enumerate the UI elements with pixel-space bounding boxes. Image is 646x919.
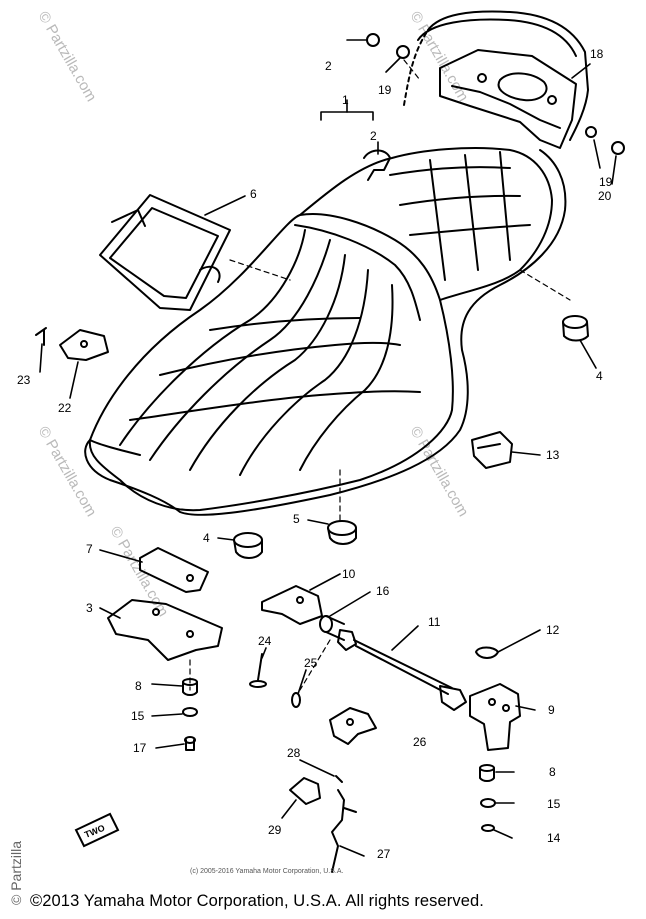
watermarks: © Partzilla.com © Partzilla.com © Partzi… [35,9,472,620]
callout-23: 23 [17,373,31,387]
part-15-washer-left [182,707,198,717]
callout-8: 8 [135,679,142,693]
callout-2: 2 [370,129,377,143]
part-4-damper-lower [233,532,263,559]
callout-16: 16 [376,584,390,598]
part-23-spring [35,327,47,346]
callout-17: 17 [133,741,147,755]
part-2-stop [366,33,380,47]
callout-15: 15 [131,709,145,723]
copyright-notice: ©2013 Yamaha Motor Corporation, U.S.A. A… [30,892,484,910]
part-28-bolt [335,775,343,783]
callout-13: 13 [546,448,560,462]
part-12-damper [475,646,499,659]
part-15-washer-right [480,798,496,808]
callout-22: 22 [58,401,72,415]
part-4-damper-upper [562,315,589,342]
part-25-clip [291,692,301,708]
callout-11: 11 [428,615,441,629]
callout-14: 14 [547,831,561,845]
part-29-stay [289,777,321,805]
part-14-washer [481,824,495,832]
part-8-collar-right [479,764,495,782]
callout-15: 15 [547,797,561,811]
callout-28: 28 [287,746,301,760]
callout-3: 3 [86,601,93,615]
side-watermark: © Partzilla [8,841,24,905]
watermark: © Partzilla.com [407,424,472,520]
callout-6: 6 [250,187,257,201]
callout-9: 9 [548,703,555,717]
callout-8: 8 [549,765,556,779]
callout-4: 4 [203,531,210,545]
callout-4: 4 [596,369,603,383]
callout-19: 19 [599,175,613,189]
two-stamp: TWO [74,812,120,848]
callout-1: 1 [342,93,349,107]
part-26-bracket [329,707,377,745]
rear-bracket [439,49,577,149]
part-17-bolt [184,736,196,751]
callout-18: 18 [590,47,604,61]
callout-27: 27 [377,847,391,861]
part-16-lock [319,615,345,641]
callout-10: 10 [342,567,356,581]
callout-19: 19 [378,83,392,97]
leader-lines [39,39,617,857]
seat-cover-plate [99,194,231,311]
callout-29: 29 [268,823,282,837]
watermark: © Partzilla.com [107,524,172,620]
part-11-rod [337,629,467,711]
part-27-stay [331,789,357,873]
callout-12: 12 [546,623,560,637]
assembly-lines [189,59,571,691]
callout-24: 24 [258,634,272,648]
part-22-bracket [59,329,109,361]
part-10-bracket [261,585,323,625]
watermark: © Partzilla.com [35,9,100,105]
callout-5: 5 [293,512,300,526]
callout-7: 7 [86,542,93,556]
part-24-pin [249,653,267,688]
seat-body [84,146,567,516]
part-19-washer [585,126,597,138]
part-5-damper [327,520,357,545]
part-19-washer [396,45,410,59]
callout-2: 2 [325,59,332,73]
part-13-bracket [471,431,513,469]
part-9-hinge [469,683,521,751]
callout-labels: 1 2 2 3 4 4 5 6 7 8 8 9 10 11 12 13 14 1… [17,47,613,861]
part-7-plate [139,547,209,593]
callout-25: 25 [304,656,318,670]
callout-20: 20 [598,189,612,203]
part-3-bracket [107,599,223,661]
callout-26: 26 [413,735,427,749]
grab-rail-outline [403,10,589,141]
part-1-seat-hook [363,149,391,181]
small-credit: (c) 2005-2016 Yamaha Motor Corporation, … [190,868,344,875]
part-20-nut [611,141,625,155]
